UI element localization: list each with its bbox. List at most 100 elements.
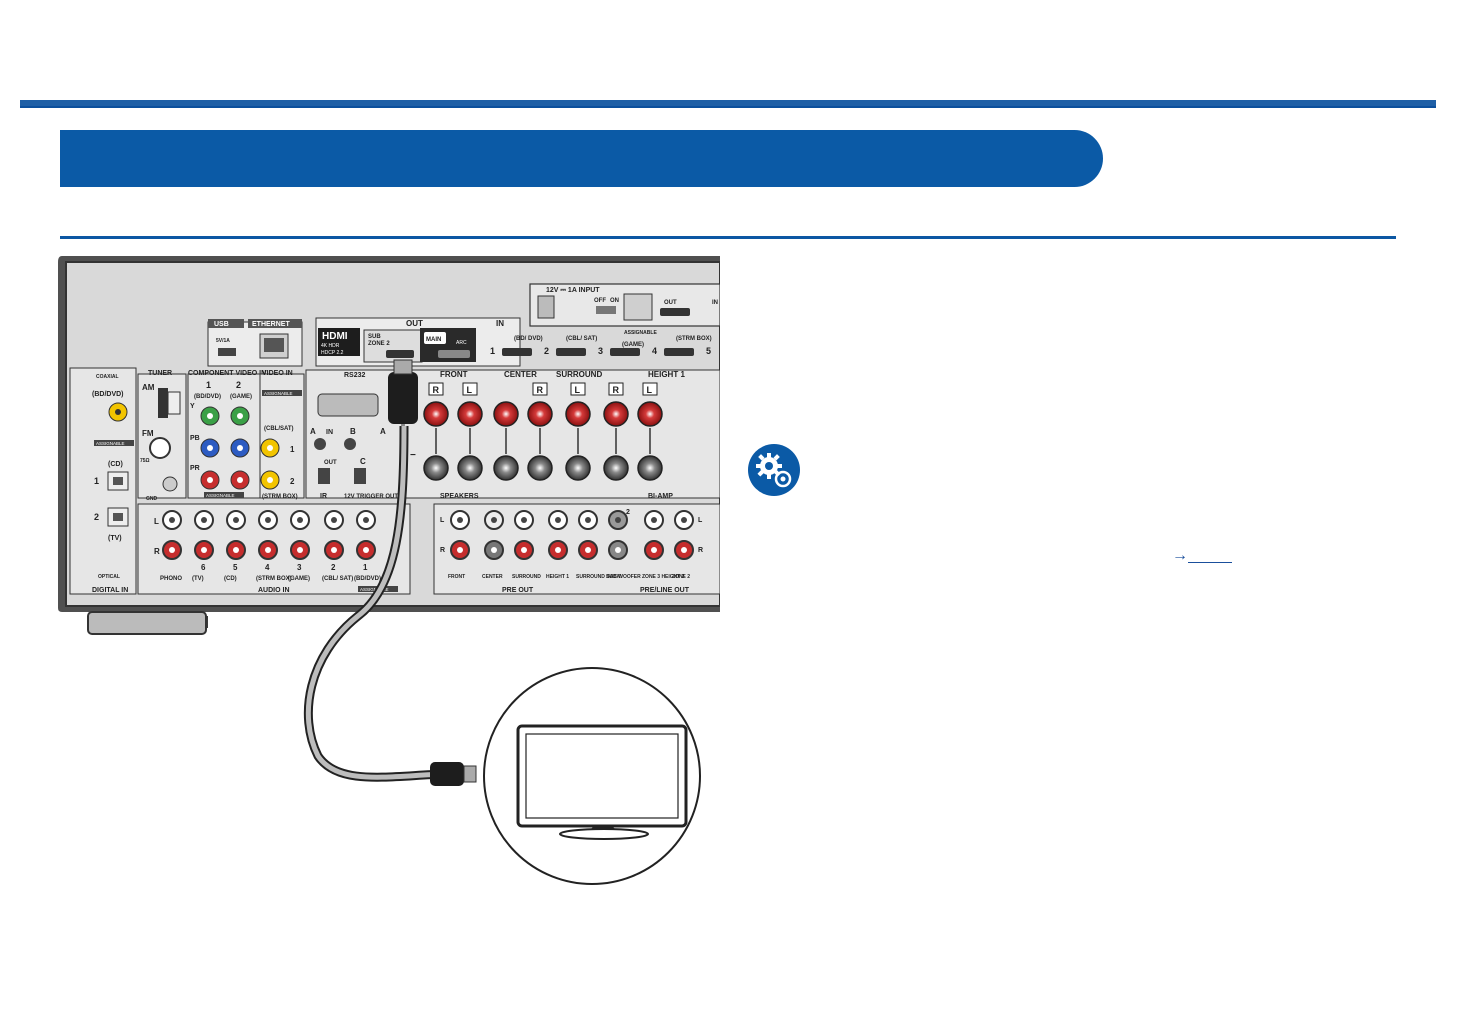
tv-icon — [516, 724, 688, 840]
svg-text:CENTER: CENTER — [504, 370, 537, 379]
svg-text:(CBL/ SAT): (CBL/ SAT) — [566, 336, 597, 342]
audio-in-number: 2 — [331, 563, 336, 572]
svg-text:PR: PR — [190, 465, 200, 472]
audio-in-label: (BD/DVD) — [354, 576, 381, 582]
svg-text:COAXIAL: COAXIAL — [96, 374, 119, 380]
hdmi-inputs: 1 (BD/ DVD) 2 (CBL/ SAT) 3 (GAME) ASSIGN… — [490, 330, 712, 356]
pre-out-label: ZONE 2 — [672, 574, 690, 580]
svg-text:2: 2 — [544, 346, 549, 356]
audio-in-label: (STRM BOX) — [256, 576, 292, 582]
svg-text:1: 1 — [290, 445, 295, 454]
svg-text:4K HDR: 4K HDR — [321, 343, 340, 349]
link-arrow-icon: → — [1172, 547, 1188, 564]
svg-text:SURROUND: SURROUND — [556, 370, 602, 379]
svg-text:(BD/ DVD): (BD/ DVD) — [514, 336, 543, 342]
svg-text:R: R — [154, 547, 160, 556]
audio-in-label: PHONO — [160, 576, 182, 582]
svg-text:IR: IR — [320, 493, 327, 500]
svg-text:HDCP 2.2: HDCP 2.2 — [321, 350, 344, 356]
hdmi-cable-icon — [303, 359, 477, 786]
speaker-terminal-pair: R — [603, 382, 629, 481]
pre-out-label: SURROUND — [512, 574, 541, 580]
svg-text:HDMI: HDMI — [322, 331, 348, 342]
svg-text:L: L — [440, 517, 445, 524]
svg-text:OFF: OFF — [594, 298, 606, 304]
svg-text:B: B — [350, 427, 356, 436]
svg-text:IN: IN — [496, 319, 504, 328]
link-underline — [1188, 548, 1232, 564]
pre-out-jack-pair: FRONT — [448, 510, 470, 580]
svg-text:5V/1A: 5V/1A — [216, 338, 230, 344]
speaker-channel-label: R — [613, 385, 620, 395]
svg-text:OPTICAL: OPTICAL — [98, 574, 120, 580]
svg-text:PRE/LINE OUT: PRE/LINE OUT — [640, 587, 690, 594]
audio-in-jack-pair: 3(GAME) — [288, 510, 310, 582]
svg-text:A: A — [310, 427, 316, 436]
svg-text:PB: PB — [190, 435, 200, 442]
audio-in-jack-pair: 5(CD) — [224, 510, 246, 582]
speaker-channel-label: L — [575, 385, 581, 395]
speaker-terminal-pair: L — [637, 382, 663, 481]
svg-text:ETHERNET: ETHERNET — [252, 321, 290, 328]
svg-text:C: C — [360, 457, 366, 466]
section-banner — [60, 130, 1103, 187]
svg-text:3: 3 — [598, 346, 603, 356]
svg-text:ASSIGNABLE: ASSIGNABLE — [264, 391, 293, 396]
svg-text:IN: IN — [712, 300, 718, 306]
svg-text:IN: IN — [326, 429, 333, 436]
svg-text:AM: AM — [142, 383, 155, 392]
svg-text:AUDIO IN: AUDIO IN — [258, 587, 290, 594]
speaker-channel-label: R — [433, 385, 440, 395]
svg-text:(CBL/SAT): (CBL/SAT) — [264, 426, 294, 432]
svg-text:12V ⎓ 1A INPUT: 12V ⎓ 1A INPUT — [546, 287, 600, 294]
svg-text:2: 2 — [94, 512, 99, 522]
panel-foot — [87, 611, 207, 635]
svg-text:2: 2 — [626, 509, 630, 516]
svg-text:4: 4 — [652, 346, 657, 356]
svg-text:A: A — [380, 427, 386, 436]
speaker-terminal-pair: L — [457, 382, 483, 481]
svg-text:(CD): (CD) — [108, 461, 123, 468]
svg-text:2: 2 — [236, 380, 241, 390]
svg-text:HEIGHT 1: HEIGHT 1 — [648, 370, 685, 379]
speaker-terminal-pair: R — [527, 382, 553, 481]
audio-in-jack-pair: PHONO — [160, 510, 182, 582]
svg-text:(STRM BOX): (STRM BOX) — [676, 336, 712, 342]
svg-text:Y: Y — [190, 403, 195, 410]
audio-in-jack-pair: 1(BD/DVD) — [354, 510, 381, 582]
speaker-channel-label: R — [537, 385, 544, 395]
svg-text:−: − — [410, 450, 416, 461]
svg-text:COMPONENT VIDEO IN: COMPONENT VIDEO IN — [188, 370, 266, 377]
svg-text:2: 2 — [290, 477, 295, 486]
svg-text:ARC: ARC — [456, 340, 467, 346]
svg-text:ZONE 2: ZONE 2 — [368, 341, 390, 347]
svg-text:RS232: RS232 — [344, 372, 366, 379]
svg-text:SUB: SUB — [368, 334, 381, 340]
audio-in-number: 6 — [201, 563, 206, 572]
speaker-terminal-pair: R — [423, 382, 449, 481]
svg-text:USB: USB — [214, 321, 229, 328]
pre-out-jack-pair: ZONE 3 HEIGHT 2 — [642, 510, 685, 580]
svg-text:75Ω: 75Ω — [140, 458, 150, 464]
pre-out-label: SURROUND BACK — [576, 574, 621, 580]
svg-text:OUT: OUT — [324, 460, 337, 466]
pre-out-jack-pair: CENTER — [482, 510, 504, 580]
pre-out-label: CENTER — [482, 574, 503, 580]
svg-text:OUT: OUT — [406, 319, 423, 328]
subsection-rule — [60, 236, 1396, 239]
audio-in-jack-pair: 2(CBL/ SAT) — [322, 510, 353, 582]
pre-out-jack-pair: SUB-WOOFER — [606, 510, 641, 580]
svg-text:ASSIGNABLE: ASSIGNABLE — [360, 587, 389, 592]
svg-text:FRONT: FRONT — [440, 370, 468, 379]
svg-text:FM: FM — [142, 429, 154, 438]
svg-text:ASSIGNABLE: ASSIGNABLE — [206, 493, 235, 498]
svg-text:GND: GND — [146, 496, 158, 502]
pre-out-label: ZONE 3 HEIGHT 2 — [642, 574, 685, 580]
pre-out-jack-pair: ZONE 2 — [672, 510, 694, 580]
page-reference-link[interactable]: → — [1172, 547, 1232, 565]
svg-text:(BD/DVD): (BD/DVD) — [194, 394, 221, 400]
audio-in-jack-pair: 4(STRM BOX) — [256, 510, 292, 582]
speaker-terminal-pair — [493, 401, 519, 481]
top-rule — [20, 100, 1436, 108]
